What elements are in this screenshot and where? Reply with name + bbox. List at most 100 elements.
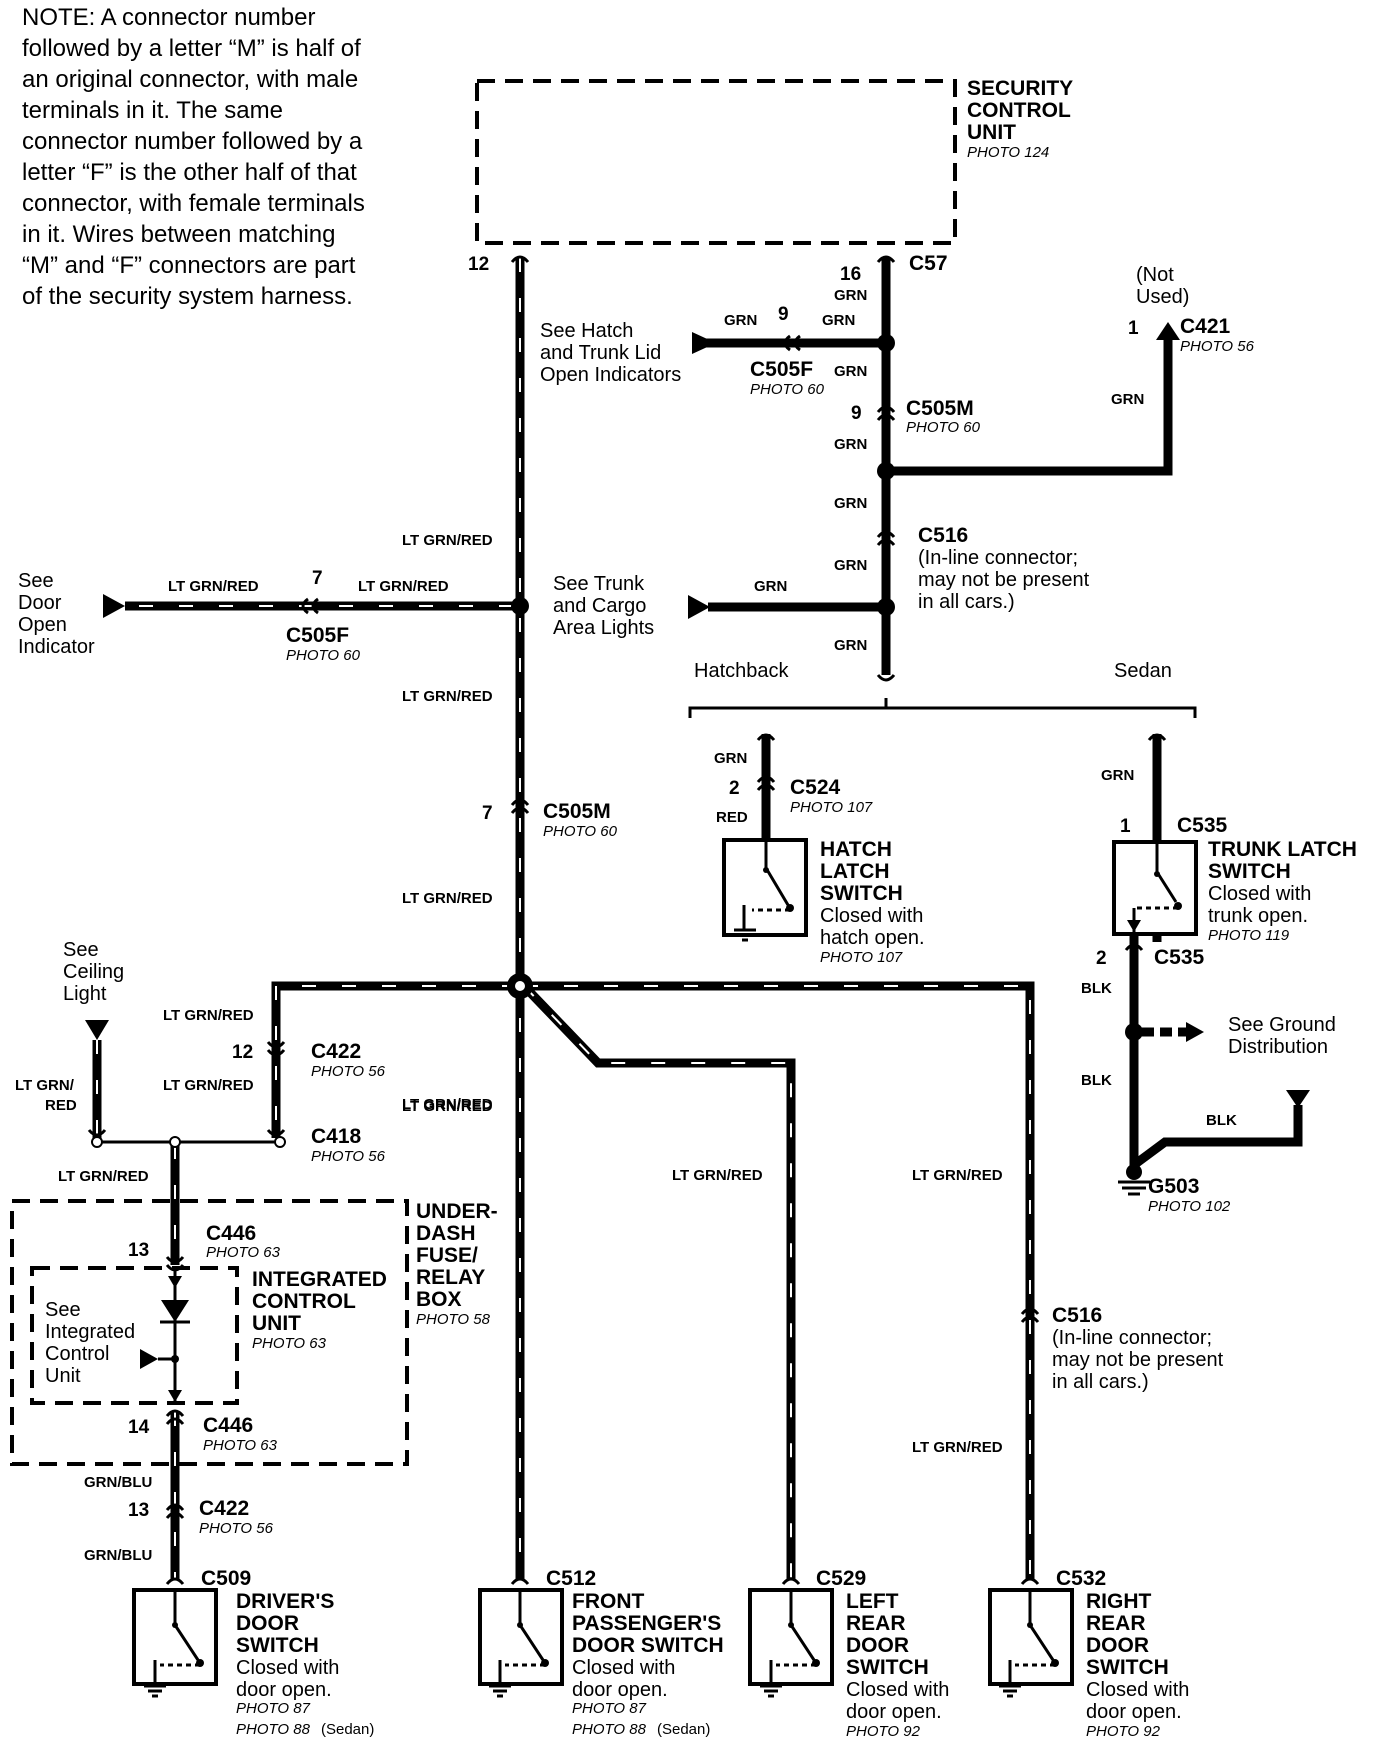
not-used-2: Used) [1136,286,1189,308]
c516-label-lower: C516 [1052,1304,1102,1327]
wires-striped [92,258,1035,1580]
note-block: NOTE: A connector number followed by a l… [22,4,365,310]
udfr-label-5: BOX [416,1288,462,1311]
c422-photo-top: PHOTO 56 [311,1063,386,1080]
inline-upper-2: may not be present [918,569,1090,591]
splice-c505f [877,334,895,352]
c446-photo-bottom: PHOTO 63 [203,1437,278,1454]
wire-ltgrn-slash: LT GRN/ [15,1077,75,1094]
splice-c421 [877,462,895,480]
wire-grn-1: GRN [834,287,867,304]
c421-label: C421 [1180,315,1231,338]
note-line-4: terminals in it. The same [22,97,283,124]
wire-ltgrnred-4: LT GRN/RED [402,688,493,705]
hatch-switch-photo: PHOTO 107 [820,949,903,966]
wire-ltgrnred-11: LT GRN/RED [672,1167,763,1184]
wire-grn-12: GRN [1101,767,1134,784]
ref-icu-2: Integrated [45,1321,135,1343]
wire-grn-9: GRN [754,578,787,595]
wire-ltgrnred-6: LT GRN/RED [163,1007,254,1024]
scu-label-2: CONTROL [967,99,1071,122]
wire-ltgrnred-13: LT GRN/RED [912,1439,1003,1456]
c505m-label-grn: C505M [906,397,974,420]
wire-ltgrnred-8: LT GRN/RED [402,1098,493,1115]
note-line-10: of the security system harness. [22,283,353,310]
hatch-switch-desc-1: Closed with [820,905,923,927]
drivers-door-switch-symbol [132,1588,218,1698]
c422-label-top: C422 [311,1040,361,1063]
c446-photo-top: PHOTO 63 [206,1244,281,1261]
c418-node-1 [91,1136,103,1148]
wire-grnblu-1: GRN/BLU [84,1474,152,1491]
pin-12-c57: 12 [468,254,489,275]
ref-door-1: See [18,570,54,592]
pin-13-c446: 13 [128,1240,149,1261]
pin-13-c422: 13 [128,1500,149,1521]
ref-trunk-2: and Cargo [553,595,646,617]
trunk-lights-arrow [688,595,710,619]
arrows [85,322,1310,1108]
trunk-switch-desc-1: Closed with [1208,883,1311,905]
c418-photo: PHOTO 56 [311,1148,386,1165]
splices [507,334,1143,1041]
rr-sw-label-2: REAR [1086,1612,1146,1635]
note-line-1: NOTE: A connector number [22,4,315,31]
c532-label: C532 [1056,1567,1106,1590]
pin-2-c524: 2 [729,778,740,799]
c524-photo: PHOTO 107 [790,799,873,816]
c529-label: C529 [816,1567,866,1590]
ceiling-light-arrow [85,1020,109,1040]
ref-icu-1: See [45,1299,81,1321]
rr-sw-label-1: RIGHT [1086,1590,1152,1613]
inline-lower-1: (In-line connector; [1052,1327,1212,1349]
hatch-switch-label-1: HATCH [820,838,892,861]
hatch-switch-label-3: SWITCH [820,882,903,905]
trunk-latch-switch-symbol [1112,840,1198,950]
drv-sw-photo-88: PHOTO 88 [236,1721,311,1738]
lr-sw-photo: PHOTO 92 [846,1723,921,1740]
wire-grn-4: GRN [834,363,867,380]
blk-ground-wire [1129,950,1303,1174]
ref-trunk-1: See Trunk [553,573,645,595]
hatch-switch-label-2: LATCH [820,860,890,883]
trunk-switch-photo: PHOTO 119 [1208,927,1290,944]
ref-door-2: Door [18,592,62,614]
wire-blk-2: BLK [1081,1072,1112,1089]
trunk-switch-desc-2: trunk open. [1208,905,1308,927]
c535-label-bottom: C535 [1154,946,1205,969]
rr-sw-desc-2: door open. [1086,1701,1182,1723]
left-rear-door-switch-symbol [748,1588,834,1698]
ref-hatch-3: Open Indicators [540,364,681,386]
lr-sw-label-2: REAR [846,1612,906,1635]
fp-sw-label-3: DOOR SWITCH [572,1634,724,1657]
ground-distribution-arrow [1186,1022,1204,1042]
c505f-label-ltgrn: C505F [286,624,349,647]
wire-red-part: RED [45,1097,77,1114]
c505f-photo-ltgrn: PHOTO 60 [286,647,361,664]
drv-sw-label-2: DOOR [236,1612,299,1635]
note-line-9: “M” and “F” connectors are part [22,252,356,279]
trunk-switch-label-2: SWITCH [1208,860,1291,883]
udfr-label-2: DASH [416,1222,476,1245]
note-line-2: followed by a letter “M” is half of [22,35,361,62]
note-line-7: connector, with female terminals [22,190,365,217]
fp-sw-desc-2: door open. [572,1679,668,1701]
pin-2-c535: 2 [1096,948,1107,969]
c57-label: C57 [909,252,948,275]
g503-ground-symbol [1118,1164,1150,1196]
front-passengers-door-switch-symbol [478,1588,564,1698]
wire-ltgrnred-3: LT GRN/RED [358,578,449,595]
drv-sw-label-3: SWITCH [236,1634,319,1657]
lr-sw-label-1: LEFT [846,1590,899,1613]
pin-7-c505m: 7 [482,803,493,824]
pin-9-c505m-grn: 9 [851,403,862,424]
c418-node-2 [169,1136,181,1148]
c505m-photo-grn: PHOTO 60 [906,419,981,436]
not-used-1: (Not [1136,264,1174,286]
icu-internal-symbols [140,1268,190,1403]
lr-sw-desc-2: door open. [846,1701,942,1723]
drv-sw-sedan: (Sedan) [321,1721,374,1738]
rr-sw-photo: PHOTO 92 [1086,1723,1161,1740]
inline-upper-1: (In-line connector; [918,547,1078,569]
